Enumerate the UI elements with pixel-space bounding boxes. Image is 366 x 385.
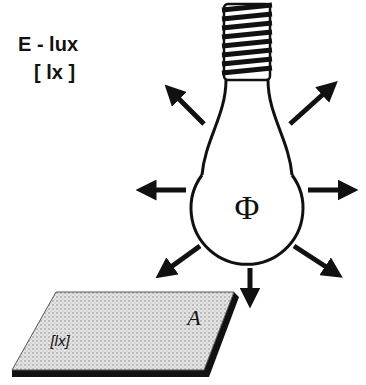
surface-edge: [12, 292, 239, 377]
surface-plane: [12, 292, 234, 370]
flux-symbol: Φ: [235, 191, 260, 225]
bulb-neck: [202, 80, 292, 175]
illuminated-surface: A [lx]: [8, 288, 242, 380]
bulb-globe: Φ: [189, 150, 305, 266]
light-rays: [146, 88, 348, 298]
globe-outline: [191, 175, 303, 264]
illuminated-surface-outline: [8, 288, 242, 380]
bulb-screw-base: [222, 4, 272, 80]
unit-label: [ lx ]: [34, 62, 75, 82]
area-symbol: A: [187, 307, 200, 329]
quantity-label: E - lux: [18, 34, 78, 54]
unit-label: [lx]: [50, 333, 69, 348]
